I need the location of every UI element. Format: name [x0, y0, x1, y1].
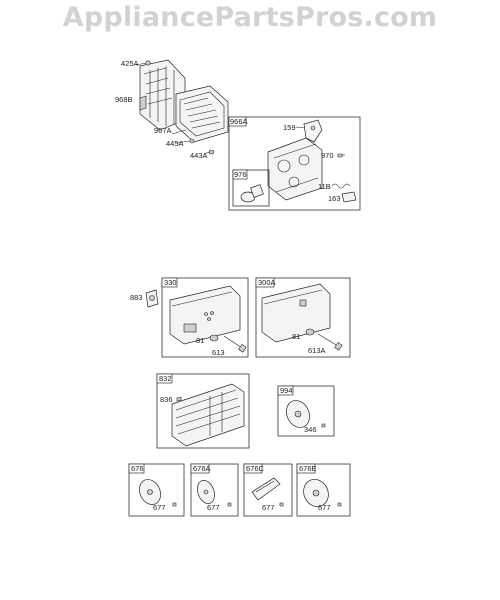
label-613: 613 — [212, 348, 225, 357]
label-613A: 613A — [308, 346, 326, 355]
deflector-676E[interactable] — [299, 475, 333, 511]
bolt-81b[interactable] — [305, 328, 315, 336]
bracket-159[interactable] — [295, 119, 323, 143]
label-966A: 966A — [230, 117, 248, 126]
label-443A: 443A — [190, 151, 208, 160]
screw-443A[interactable] — [203, 149, 215, 155]
deflector-676A[interactable] — [194, 478, 217, 506]
screw-613A[interactable] — [317, 333, 343, 351]
label-677b: 677 — [207, 503, 220, 512]
fuel-filter-976[interactable] — [240, 184, 264, 203]
label-330: 330 — [164, 278, 177, 287]
kit-box-994[interactable] — [277, 385, 335, 437]
air-filter-967A[interactable] — [175, 85, 229, 143]
label-11B: 11B — [318, 182, 331, 191]
screw-346[interactable] — [321, 423, 326, 428]
kit-box-300A[interactable] — [255, 277, 351, 358]
label-445A: 445A — [166, 139, 184, 148]
spring-11B[interactable] — [331, 183, 351, 189]
label-676C: 676C — [246, 464, 265, 473]
label-346: 346 — [304, 425, 317, 434]
label-994: 994 — [280, 386, 293, 395]
kit-box-976[interactable] — [232, 169, 270, 207]
deflector-676[interactable] — [135, 476, 164, 508]
screw-836[interactable] — [176, 396, 182, 402]
kit-box-676E[interactable] — [296, 463, 351, 517]
label-968B: 968B — [115, 95, 133, 104]
screw-677b[interactable] — [227, 502, 232, 507]
screw-677c[interactable] — [279, 502, 284, 507]
label-300A: 300A — [258, 278, 276, 287]
gasket-883[interactable] — [145, 289, 159, 308]
label-163: 163 — [328, 194, 341, 203]
kit-box-832[interactable] — [156, 373, 250, 449]
label-967A: 967A — [154, 126, 172, 135]
kit-box-676[interactable] — [128, 463, 185, 517]
label-676: 676 — [131, 464, 144, 473]
gasket-445A[interactable] — [175, 138, 195, 144]
deflector-676C[interactable] — [251, 477, 281, 501]
label-676A: 676A — [193, 464, 211, 473]
muffler-guard-832[interactable] — [171, 383, 245, 447]
label-976: 976 — [234, 170, 247, 179]
label-425A: 425A — [121, 59, 139, 68]
label-677c: 677 — [262, 503, 275, 512]
label-836: 836 — [160, 395, 173, 404]
screw-677a[interactable] — [172, 502, 177, 507]
screw-425A[interactable] — [135, 60, 151, 66]
part-163[interactable] — [341, 191, 357, 203]
label-677a: 677 — [153, 503, 166, 512]
screw-613[interactable] — [223, 335, 247, 353]
watermark-logo: AppliancePartsPros.com — [62, 2, 438, 33]
label-883: 883 — [130, 293, 143, 302]
label-676E: 676E — [299, 464, 317, 473]
kit-box-330[interactable] — [161, 277, 249, 358]
label-81a: 81 — [196, 336, 204, 345]
kit-box-676A[interactable] — [190, 463, 239, 517]
label-970: 970 — [321, 151, 334, 160]
screw-677d[interactable] — [337, 502, 342, 507]
screw-970[interactable] — [337, 153, 345, 158]
label-159: 159 — [283, 123, 296, 132]
kit-box-676C[interactable] — [243, 463, 293, 517]
deflector-994[interactable] — [282, 397, 314, 432]
muffler-330[interactable] — [169, 285, 241, 345]
label-832: 832 — [159, 374, 172, 383]
carburetor-plate[interactable] — [267, 137, 323, 201]
kit-box-966A[interactable] — [228, 116, 361, 211]
muffler-300A[interactable] — [261, 283, 331, 343]
label-81b: 81 — [292, 332, 300, 341]
bolt-81a[interactable] — [209, 334, 219, 342]
label-677d: 677 — [318, 503, 331, 512]
